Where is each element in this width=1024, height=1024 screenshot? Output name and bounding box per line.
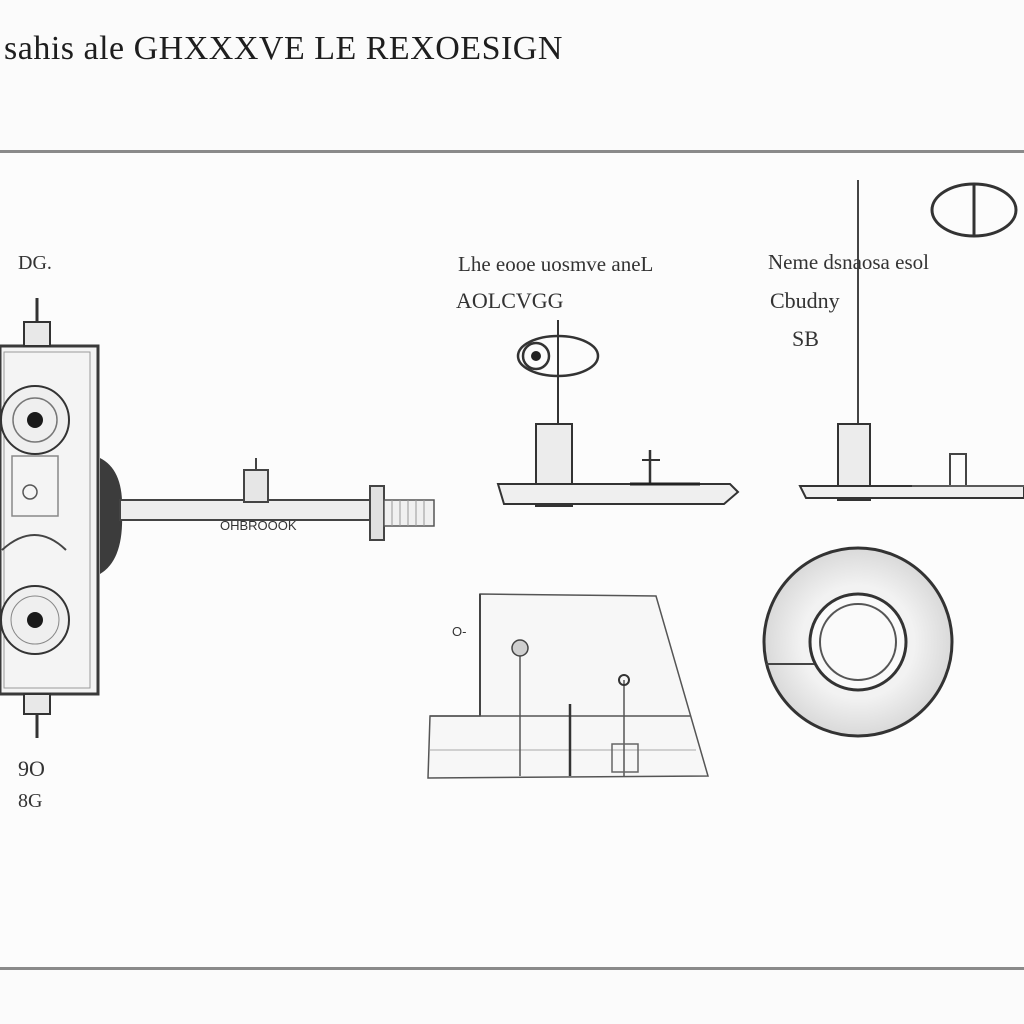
left-bottom-label-2: 8G [18,790,43,812]
left-device [0,298,123,738]
middle-code: AOLCVGG [456,288,564,313]
trapezoid-chart [427,593,709,779]
right-heading: Neme dsnaosa esol [768,250,929,274]
rod-label: OHBROOOK [220,518,297,533]
rod-assembly [119,458,435,541]
right-subheading: Cbudny [770,288,840,313]
right-code: SB [792,326,819,351]
left-bottom-label-1: 9O [18,756,45,781]
middle-heading: Lhe eooe uosmve aneL [458,252,654,276]
middle-stand [496,320,740,507]
left-top-label: DG. [18,252,52,274]
right-stand [798,180,1024,501]
page-title: sahis ale GHXXXVE LE REXOESIGN [4,30,563,67]
chart-small-label: O- [452,624,467,639]
ring-component [762,546,954,738]
